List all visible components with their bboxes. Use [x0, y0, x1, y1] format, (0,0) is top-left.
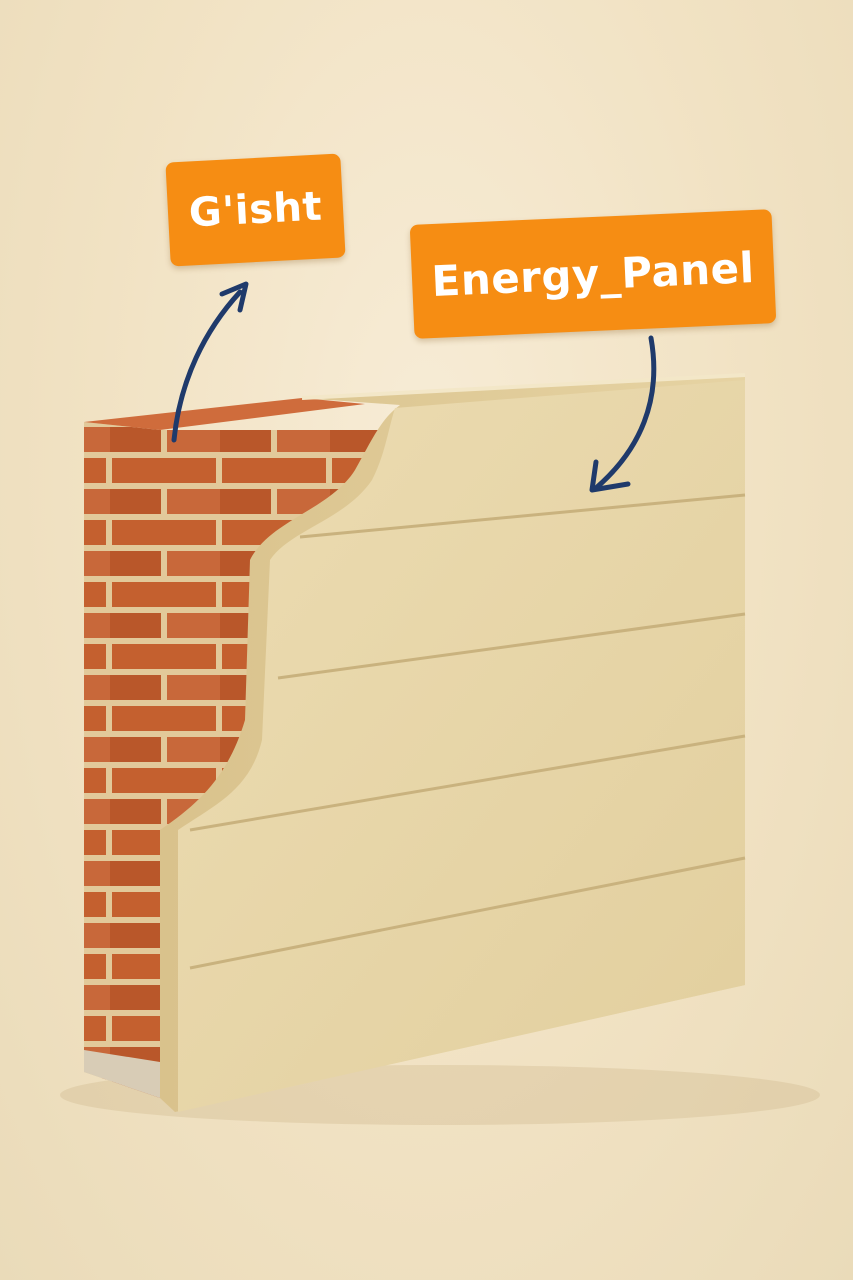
arrowhead-icon	[589, 459, 631, 493]
panel-groove	[277, 612, 746, 680]
brick-top-face	[84, 398, 365, 430]
brick-base	[84, 1050, 160, 1098]
brick-side-face	[84, 422, 160, 1098]
energy-panel	[160, 373, 746, 1112]
panel-groove	[189, 856, 746, 970]
arrowhead-icon	[219, 281, 249, 313]
panel-front-face	[178, 380, 745, 1112]
energy-panel-label: Energy_Panel	[409, 209, 777, 339]
panel-top-edge	[301, 373, 746, 400]
arrow-to-panel	[589, 335, 657, 493]
brick-label: G'isht	[165, 153, 346, 267]
panel-groove	[299, 493, 746, 539]
arrow-to-brick	[171, 281, 249, 443]
panel-groove	[189, 734, 746, 832]
